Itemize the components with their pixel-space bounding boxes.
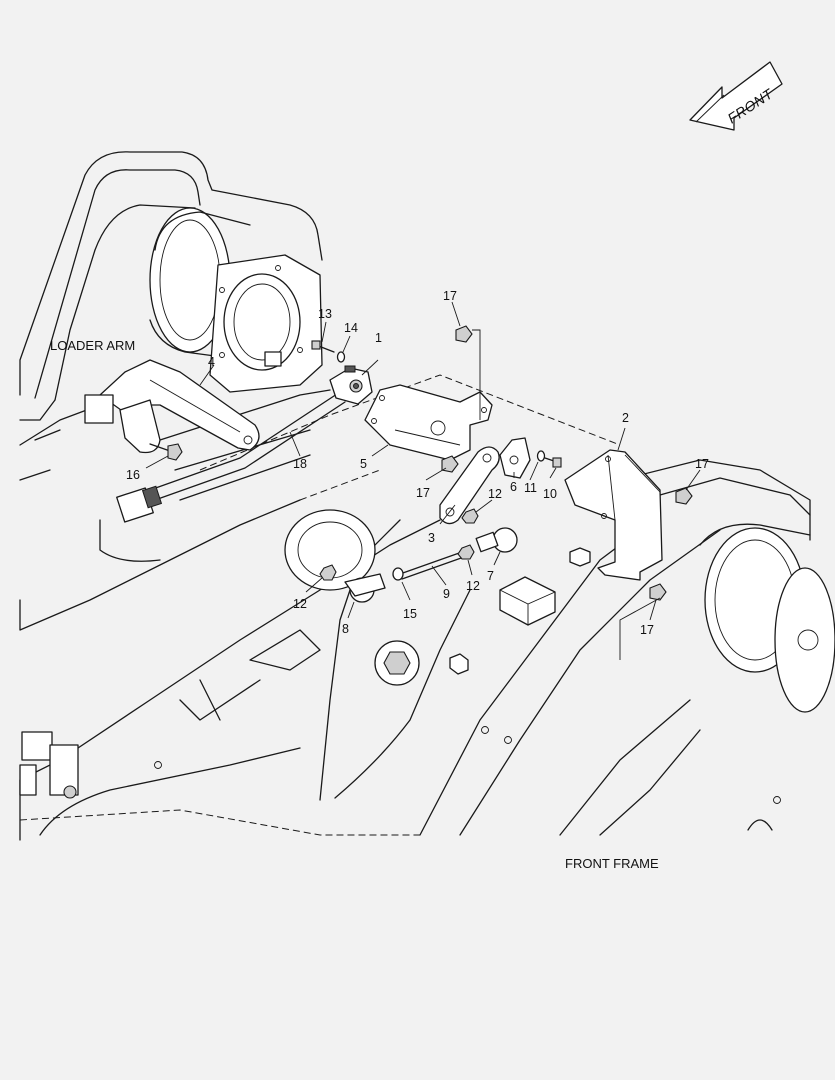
callout-17-b: 17 — [416, 486, 430, 500]
callout-2: 2 — [622, 411, 629, 425]
callout-1: 1 — [375, 331, 382, 345]
front-arrow-icon: FRONT — [689, 61, 783, 131]
callouts: 1 2 3 4 5 6 7 8 9 10 11 12 12 12 13 14 1… — [126, 289, 709, 637]
callout-8: 8 — [342, 622, 349, 636]
part-9-threaded-rod — [399, 551, 465, 580]
callout-15: 15 — [403, 607, 417, 621]
loader-arm-structure — [19, 151, 331, 631]
callout-12-a: 12 — [293, 597, 307, 611]
part-2-cover — [564, 449, 663, 581]
small-block-a — [569, 547, 591, 567]
part-5-bracket — [364, 384, 493, 461]
part-18-cable-harness — [116, 391, 346, 523]
callout-5: 5 — [360, 457, 367, 471]
callout-3: 3 — [428, 531, 435, 545]
callout-14: 14 — [344, 321, 358, 335]
part-14-washer — [336, 351, 346, 363]
part-8-ball-joint — [344, 573, 386, 603]
callout-12-c: 12 — [488, 487, 502, 501]
part-17-bolt-a — [455, 325, 473, 343]
callout-17-a: 17 — [443, 289, 457, 303]
spacer-block — [499, 576, 556, 626]
callout-7: 7 — [487, 569, 494, 583]
leader-lines — [145, 301, 701, 660]
callout-4: 4 — [208, 355, 215, 369]
loader-arm-label: LOADER ARM — [50, 338, 135, 353]
part-7-ball-joint — [475, 527, 518, 553]
callout-6: 6 — [510, 480, 517, 494]
part-4-lever-arm — [84, 359, 260, 454]
callout-10: 10 — [543, 487, 557, 501]
part-12-nut-c — [461, 508, 479, 524]
front-frame-label: FRONT FRAME — [565, 856, 659, 871]
part-6-link-plate — [499, 437, 531, 479]
callout-12-b: 12 — [466, 579, 480, 593]
callout-13: 13 — [318, 307, 332, 321]
part-1-sensor — [329, 365, 373, 405]
callout-17-c: 17 — [695, 457, 709, 471]
small-block-b — [449, 653, 469, 675]
part-15-washer — [392, 567, 404, 581]
part-3-rod-link — [439, 446, 500, 525]
callout-16: 16 — [126, 468, 140, 482]
part-11-washer — [536, 450, 546, 462]
part-10-screw — [544, 457, 562, 468]
part-17-bolt-d — [649, 583, 667, 601]
front-frame-structure — [19, 459, 835, 841]
callout-9: 9 — [443, 587, 450, 601]
callout-17-d: 17 — [640, 623, 654, 637]
callout-11: 11 — [524, 481, 537, 495]
callout-18: 18 — [293, 457, 307, 471]
part-12-nut-a — [319, 564, 337, 581]
part-12-nut-b — [457, 544, 475, 560]
part-13-screw — [311, 340, 335, 353]
part-17-bolt-c — [675, 487, 693, 505]
